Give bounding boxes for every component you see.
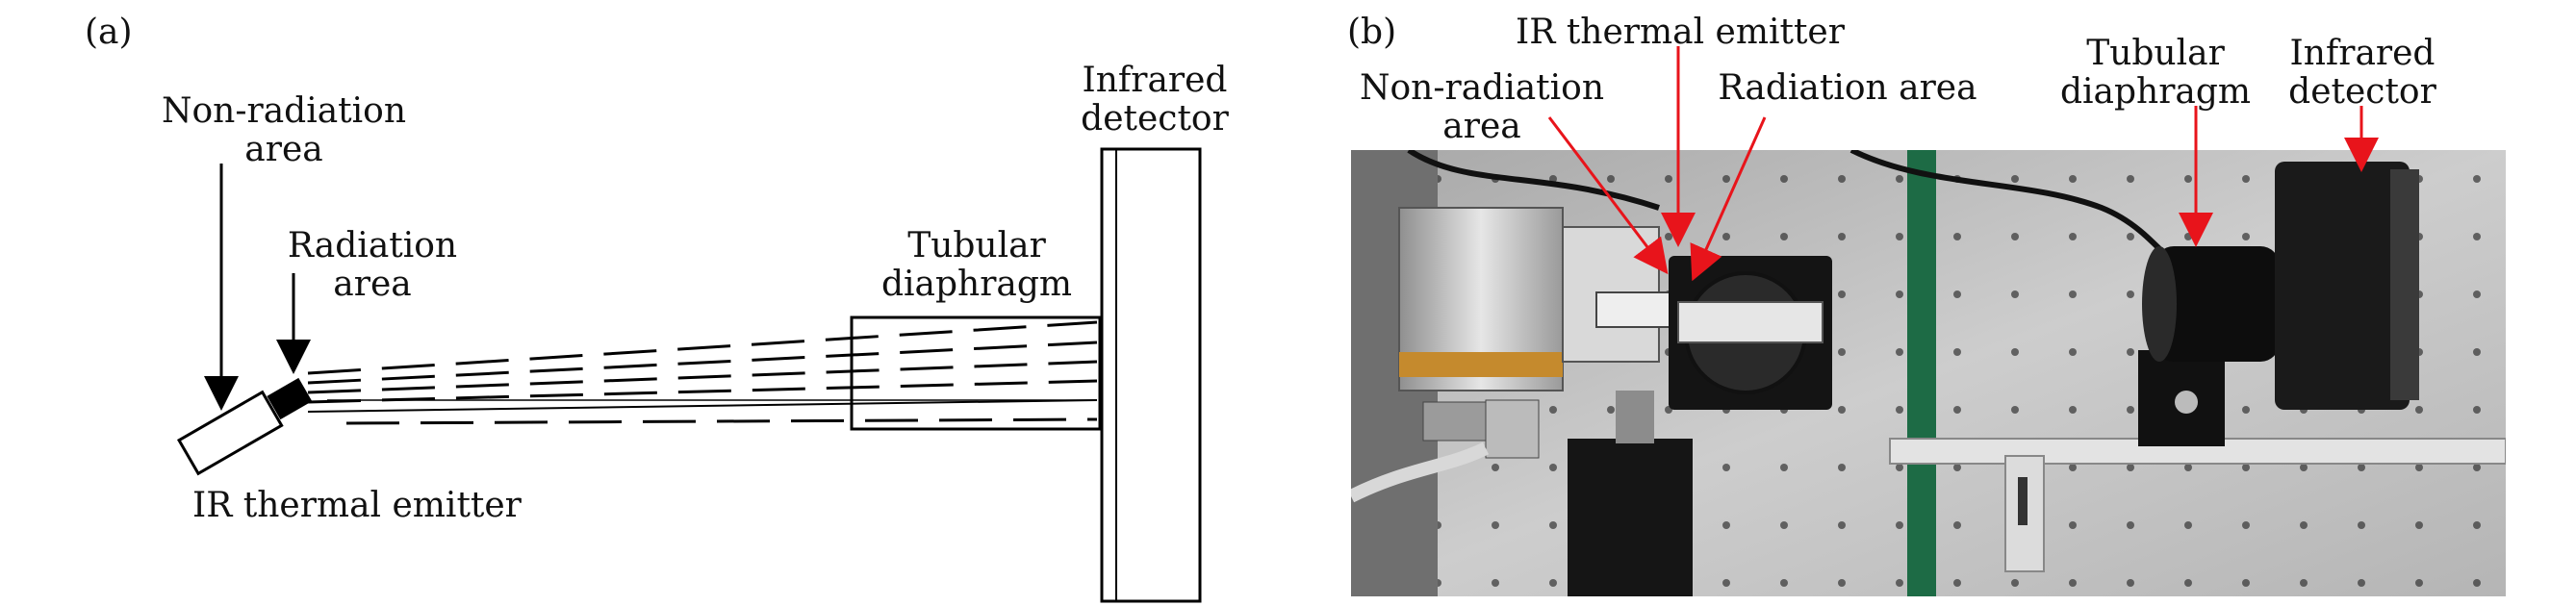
photo-tubular-diaphragm (2138, 246, 2280, 446)
ir-thermal-emitter-label: IR thermal emitter (192, 486, 522, 525)
green-stripe (1907, 150, 1936, 596)
schematic-diagram (176, 147, 1202, 603)
emitter-mount (1398, 207, 1690, 391)
radiation-beam (307, 320, 1098, 425)
radiation-area-line2: area (333, 265, 412, 304)
photo-non-radiation-line2: area (1442, 107, 1521, 146)
non-radiation-area-label: Non-radiation area (144, 92, 423, 169)
photo-ir-thermal-emitter-label: IR thermal emitter (1516, 13, 1845, 52)
photo-non-radiation-area-label: Non-radiation area (1342, 69, 1621, 146)
photo-non-radiation-line1: Non-radiation (1359, 68, 1605, 108)
stepper-motor (1568, 391, 1693, 596)
photo-infrared-detector-label: Infrared detector (2266, 35, 2459, 112)
infrared-detector-line1: Infrared (1082, 61, 1228, 100)
non-radiation-area-line1: Non-radiation (161, 91, 407, 131)
tubular-diaphragm-line1: Tubular (907, 226, 1046, 265)
infrared-detector-label: Infrared detector (1068, 62, 1241, 139)
photo-infrared-detector (2275, 162, 2419, 410)
radiation-area-line1: Radiation (287, 226, 458, 265)
infrared-detector (1100, 147, 1202, 603)
photo-infrared-detector-line1: Infrared (2289, 34, 2436, 73)
photo-radiation-area-label: Radiation area (1718, 68, 1977, 108)
photo-tubular-diaphragm-line1: Tubular (2086, 34, 2225, 73)
photo-infrared-detector-line2: detector (2288, 72, 2436, 112)
non-radiation-area-line2: area (244, 130, 323, 169)
ir-thermal-emitter (176, 377, 313, 476)
panel-a-label: (a) (85, 13, 133, 52)
water-fittings (1351, 399, 1540, 503)
photo-tubular-diaphragm-line2: diaphragm (2059, 72, 2252, 112)
tubular-diaphragm-line2: diaphragm (880, 265, 1073, 304)
tubular-diaphragm (850, 316, 1102, 431)
experimental-setup-photo (1351, 150, 2506, 596)
rotation-stage (1669, 256, 1832, 410)
tubular-diaphragm-label: Tubular diaphragm (866, 227, 1087, 304)
panel-b-label: (b) (1347, 13, 1397, 52)
photo-tubular-diaphragm-label: Tubular diaphragm (2035, 35, 2276, 112)
radiation-area-label: Radiation area (262, 227, 483, 304)
infrared-detector-line2: detector (1081, 99, 1229, 139)
